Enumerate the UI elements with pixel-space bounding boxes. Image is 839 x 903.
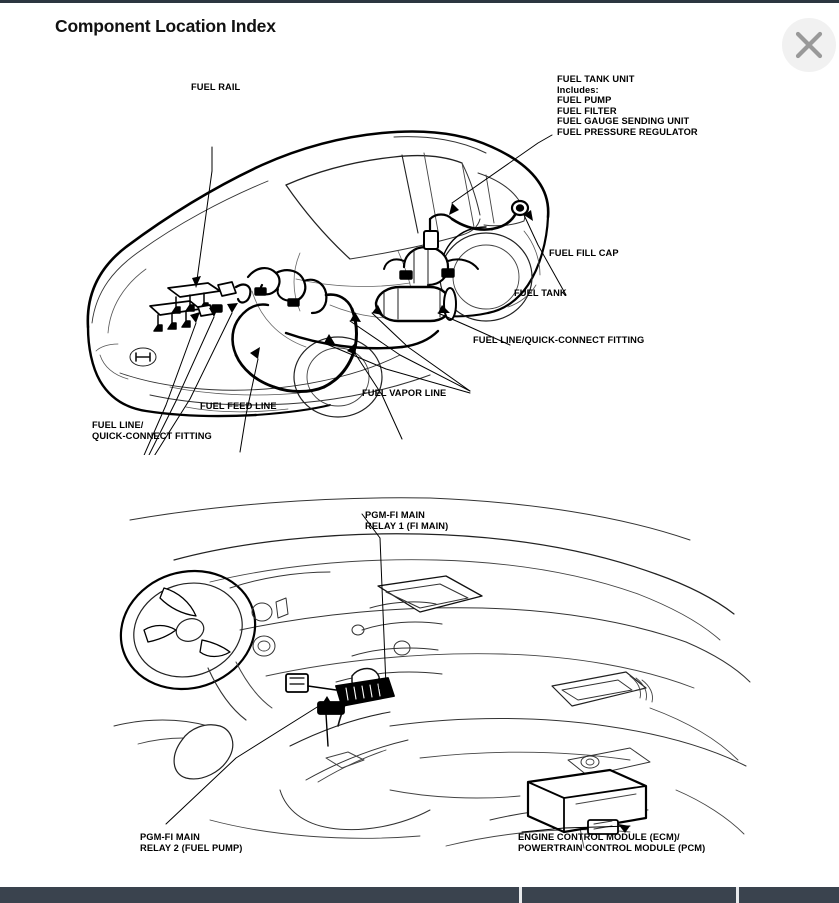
fuel-system-diagram <box>0 55 780 455</box>
nav-divider-1 <box>519 887 522 903</box>
top-divider <box>0 0 839 3</box>
label-pgm-fi-main-relay-1: PGM-FI MAIN RELAY 1 (FI MAIN) <box>365 510 449 531</box>
close-button[interactable] <box>782 18 836 72</box>
label-fuel-tank: FUEL TANK <box>514 288 567 298</box>
page-title: Component Location Index <box>55 16 276 36</box>
label-fuel-vapor-line: FUEL VAPOR LINE <box>362 388 447 398</box>
nav-divider-2 <box>736 887 739 903</box>
label-fuel-rail: FUEL RAIL <box>191 82 241 92</box>
bottom-nav-bar <box>0 887 839 903</box>
label-fuel-line-quick-connect-left: FUEL LINE/ QUICK-CONNECT FITTING <box>92 420 212 441</box>
nav-segment-left[interactable] <box>0 887 519 903</box>
label-fuel-feed-line: FUEL FEED LINE <box>200 401 277 411</box>
label-ecm-pcm: ENGINE CONTROL MODULE (ECM)/ POWERTRAIN … <box>518 832 706 853</box>
label-pgm-fi-main-relay-2: PGM-FI MAIN RELAY 2 (FUEL PUMP) <box>140 832 243 853</box>
nav-segment-right[interactable] <box>739 887 839 903</box>
nav-segment-center[interactable] <box>522 887 736 903</box>
close-icon <box>795 31 823 59</box>
label-fuel-line-quick-connect-right: FUEL LINE/QUICK-CONNECT FITTING <box>473 335 645 345</box>
label-fuel-fill-cap: FUEL FILL CAP <box>549 248 619 258</box>
interior-control-modules-diagram <box>90 490 790 875</box>
label-fuel-tank-unit: FUEL TANK UNIT Includes: FUEL PUMP FUEL … <box>557 74 698 137</box>
